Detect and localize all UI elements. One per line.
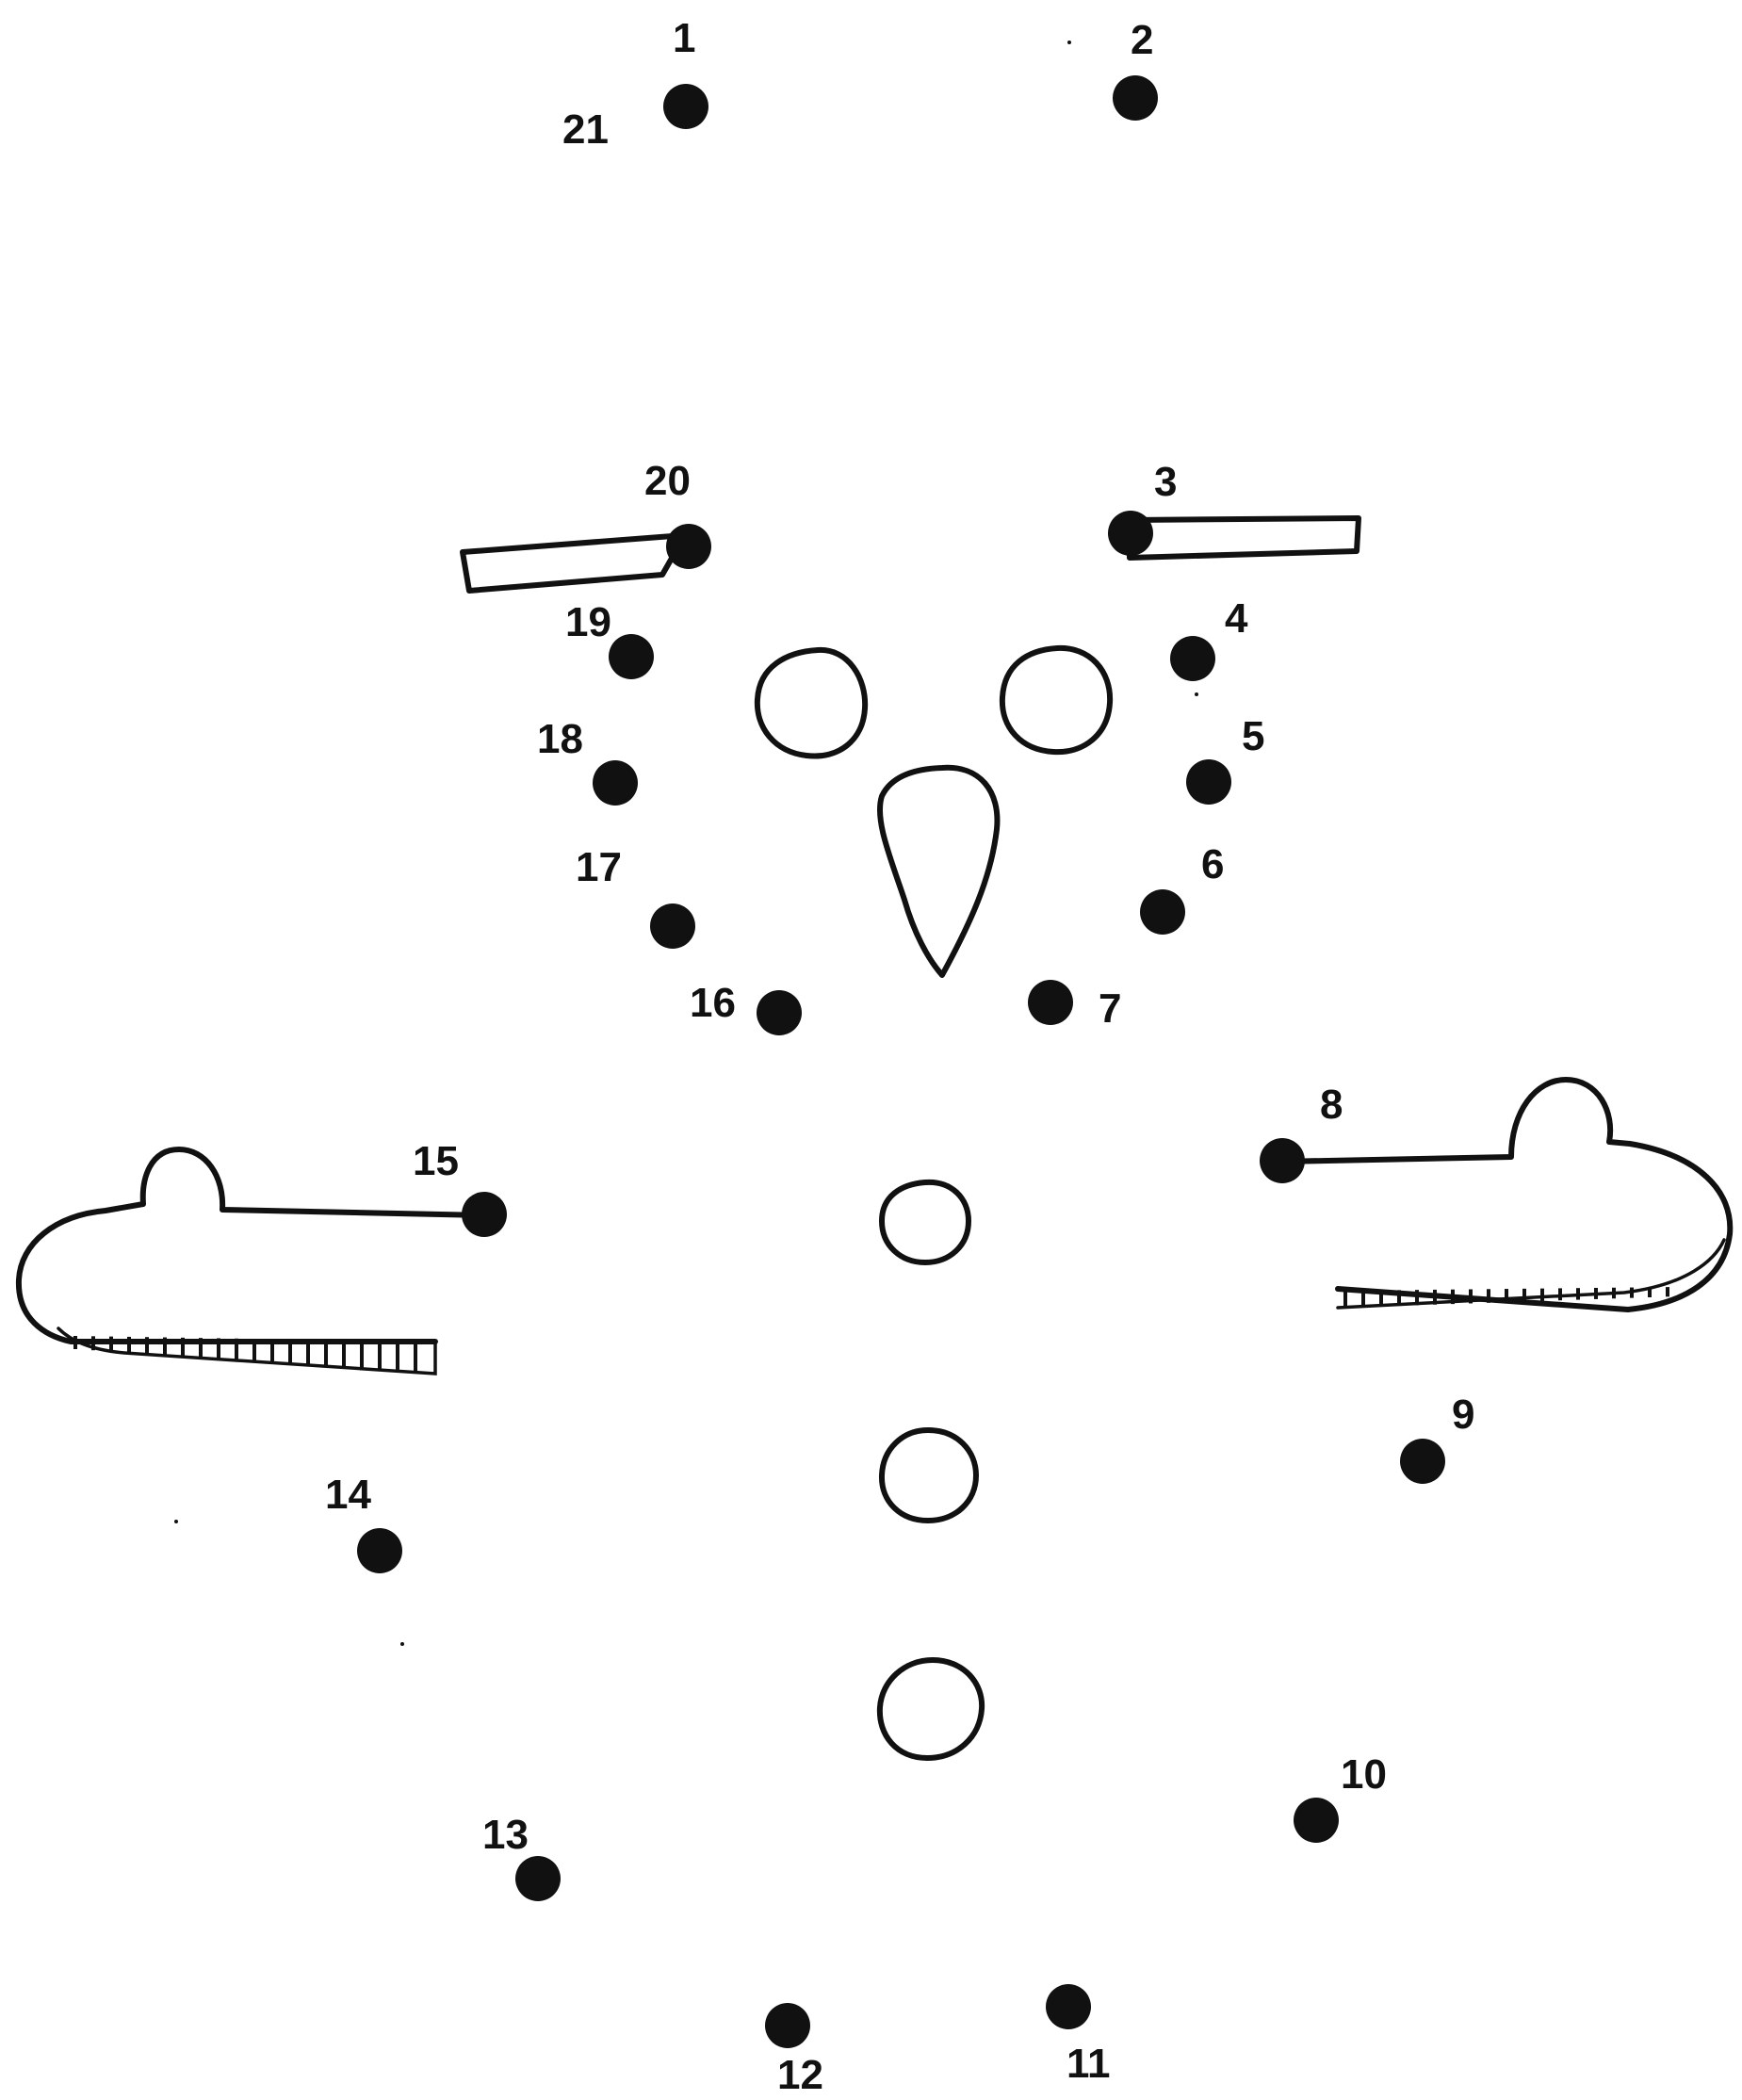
dot-label-10: 10 — [1341, 1751, 1387, 1798]
scan-speck — [400, 1642, 404, 1646]
right-eye — [999, 644, 1114, 756]
scan-speck — [174, 1520, 178, 1523]
dot-14[interactable] — [357, 1528, 402, 1573]
dot-label-1: 1 — [673, 15, 695, 61]
dot-9[interactable] — [1400, 1439, 1445, 1484]
dot-label-6: 6 — [1201, 841, 1224, 887]
dot-7[interactable] — [1028, 980, 1073, 1025]
dot-label-20: 20 — [644, 458, 691, 504]
right-mitten — [1277, 1077, 1734, 1312]
dot-10[interactable] — [1294, 1798, 1339, 1843]
middle-button — [878, 1427, 979, 1523]
dot-18[interactable] — [593, 760, 638, 806]
puzzle-dots — [357, 75, 1445, 2048]
dot-12[interactable] — [765, 2003, 810, 2048]
dot-15[interactable] — [462, 1192, 507, 1237]
right-mitten-cuff — [1336, 1238, 1726, 1310]
left-hat-brim — [460, 532, 688, 594]
dot-label-2: 2 — [1131, 17, 1153, 63]
dot-label-15: 15 — [413, 1138, 459, 1184]
carrot-nose — [876, 764, 1001, 978]
dot-label-19: 19 — [565, 599, 611, 645]
dot-16[interactable] — [757, 990, 802, 1035]
dot-label-9: 9 — [1452, 1392, 1474, 1438]
dot-label-4: 4 — [1225, 595, 1248, 642]
dot-label-3: 3 — [1154, 459, 1177, 505]
dot-label-14: 14 — [325, 1472, 371, 1518]
dot-4[interactable] — [1170, 636, 1215, 681]
dot-label-12: 12 — [777, 2052, 823, 2098]
dot-20[interactable] — [666, 524, 711, 569]
scan-speck — [1195, 692, 1198, 696]
right-mitten-cuff-stitches — [1343, 1287, 1669, 1308]
puzzle-dot-labels: 1 2 3 4 5 6 7 8 9 10 11 12 13 14 15 16 1… — [325, 15, 1474, 2098]
dot-label-11: 11 — [1066, 2041, 1111, 2087]
right-hat-brim — [1127, 515, 1361, 561]
left-eye — [754, 646, 869, 759]
dot-label-8: 8 — [1320, 1082, 1343, 1128]
left-mitten — [15, 1147, 486, 1344]
dot-11[interactable] — [1046, 1984, 1091, 2029]
dot-17[interactable] — [650, 903, 695, 949]
dot-2[interactable] — [1113, 75, 1158, 121]
dot-8[interactable] — [1260, 1138, 1305, 1183]
dot-5[interactable] — [1186, 759, 1231, 805]
dot-1[interactable] — [663, 84, 708, 129]
left-mitten-cuff — [57, 1327, 437, 1376]
bottom-button — [876, 1657, 985, 1761]
dot-label-17: 17 — [576, 844, 622, 890]
dot-label-13: 13 — [482, 1812, 529, 1858]
left-mitten-cuff-stitches — [73, 1336, 417, 1372]
dot-label-16: 16 — [690, 980, 736, 1026]
scan-speck — [1067, 41, 1071, 44]
top-button — [879, 1179, 971, 1265]
dot-label-7: 7 — [1099, 985, 1121, 1032]
dot-label-5: 5 — [1242, 713, 1264, 759]
dot-label-21: 21 — [562, 106, 609, 153]
dot-6[interactable] — [1140, 889, 1185, 935]
dot-label-18: 18 — [537, 716, 583, 762]
dot-3[interactable] — [1108, 511, 1153, 556]
dot-19[interactable] — [609, 634, 654, 679]
dot-13[interactable] — [515, 1856, 561, 1901]
